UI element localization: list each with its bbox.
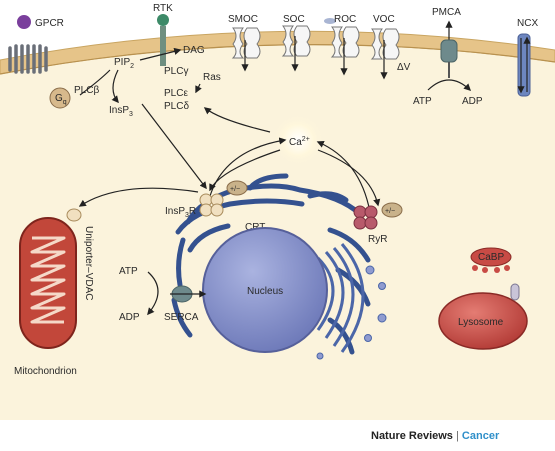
- er-stacks: [316, 243, 365, 353]
- gpcr-ligand: [17, 15, 31, 29]
- ryr-pm-badge: [381, 202, 403, 218]
- insp3r-receptor-icon: [199, 193, 224, 217]
- calcium-feedback-arrows: [78, 137, 381, 213]
- uniporter-label: Uniporter–VDAC: [83, 226, 94, 300]
- lysosome-label: Lysosome: [458, 317, 504, 328]
- uniporter-icon: [66, 208, 82, 222]
- cabp-icon: [470, 247, 512, 273]
- calcium-glow: [272, 114, 324, 166]
- pmca-pump-icon: [440, 39, 458, 63]
- serca-label: SERCA: [164, 312, 199, 323]
- soc-channel-icon: [281, 25, 311, 57]
- footer-brand: Nature Reviews: [371, 430, 453, 442]
- er-vesicles: [316, 265, 387, 360]
- nucleus-label: Nucleus: [247, 286, 283, 297]
- mitochondrion: [19, 217, 77, 349]
- insp3-label: InsP3: [109, 105, 133, 118]
- nucleus: [202, 227, 328, 353]
- plasma-membrane-inner: [0, 44, 555, 75]
- roc-label: ROC: [334, 14, 356, 25]
- footer-credit: Nature Reviews | Cancer: [371, 430, 499, 442]
- delta-v-label: ΔV: [397, 62, 411, 73]
- pip2-label: PIP2: [114, 57, 134, 70]
- roc-ligand: [324, 18, 336, 24]
- roc-channel-icon: [330, 26, 360, 58]
- voc-label: VOC: [373, 14, 395, 25]
- ncx-exchanger-icon: [517, 33, 531, 97]
- calcium-label: Ca2+: [289, 136, 310, 148]
- insp3r-pm-label: +/−: [230, 186, 240, 193]
- footer-journal: Cancer: [461, 430, 500, 442]
- crt-label: CRT: [245, 222, 265, 233]
- soc-label: SOC: [283, 14, 305, 25]
- signalling-arrows: [79, 47, 271, 190]
- cabp-label: CaBP: [478, 252, 504, 263]
- pmca-label: PMCA: [432, 7, 461, 18]
- ryr-pm-label: +/−: [385, 208, 395, 215]
- rtk-label: RTK: [153, 3, 173, 14]
- smoc-channel-icon: [231, 27, 261, 59]
- insp3r-pm-badge: [226, 180, 248, 196]
- ryr-receptor-icon: [353, 205, 378, 230]
- mitochondrion-label: Mitochondrion: [14, 366, 77, 377]
- voc-channel-icon: [370, 28, 400, 60]
- rtk-ligand: [157, 14, 169, 26]
- gpcr-label: GPCR: [35, 18, 64, 29]
- gpcr-receptor-icon: [8, 44, 48, 74]
- smoc-label: SMOC: [228, 14, 258, 25]
- ncx-label: NCX: [517, 18, 538, 29]
- pmca-atp-arrow: [427, 79, 472, 91]
- gq-protein: [49, 87, 71, 109]
- serca-adp-label: ADP: [119, 312, 140, 323]
- gq-label: Gq: [55, 93, 67, 106]
- lysosome: [438, 292, 528, 350]
- dag-label: DAG: [183, 45, 205, 56]
- serca-atp-label: ATP: [119, 266, 138, 277]
- insp3r-label: InsP3R: [165, 206, 196, 219]
- plce-label: PLCε: [164, 88, 188, 99]
- lysosome-channel-icon: [510, 283, 520, 301]
- serca-atp-arrow: [147, 271, 159, 316]
- rtk-receptor-icon: [160, 26, 166, 66]
- ryr-label: RyR: [368, 234, 387, 245]
- plcg-label: PLCγ: [164, 66, 188, 77]
- pmca-adp-label: ADP: [462, 96, 483, 107]
- footer-separator: |: [452, 430, 462, 442]
- ras-label: Ras: [203, 72, 221, 83]
- pmca-atp-label: ATP: [413, 96, 432, 107]
- plcd-label: PLCδ: [164, 101, 189, 112]
